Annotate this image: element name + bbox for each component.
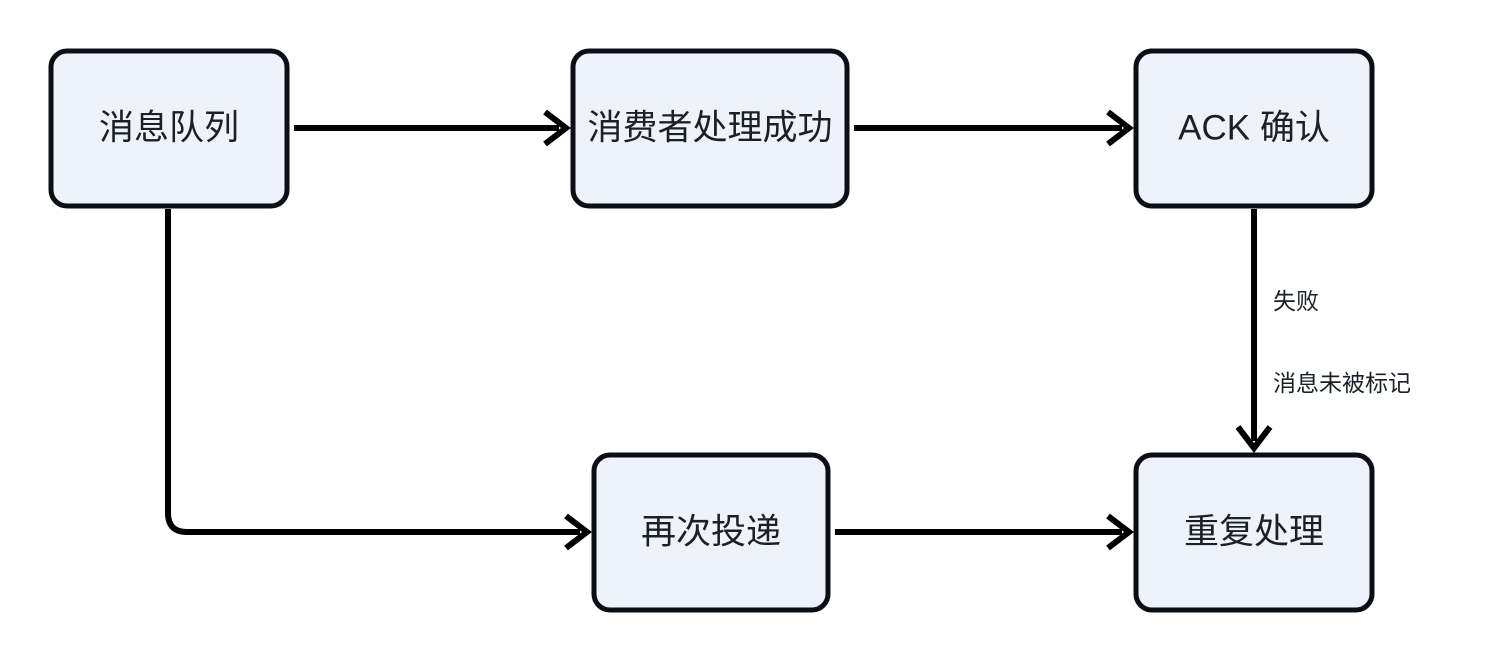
- node-label-duplicate: 重复处理: [1184, 512, 1324, 551]
- arrowhead-icon: [1235, 425, 1273, 453]
- edge-label-unacked: 消息未被标记: [1273, 370, 1411, 396]
- node-label-queue: 消息队列: [99, 108, 239, 147]
- node-shape: [591, 452, 831, 613]
- edge-ack-to-duplicate: 失败 消息未被标记: [1235, 209, 1411, 453]
- node-shape: [1133, 452, 1375, 613]
- node-shape: [1133, 48, 1375, 209]
- node-duplicate[interactable]: 重复处理: [1133, 452, 1375, 613]
- arrowhead-icon: [1106, 109, 1134, 147]
- edge-label-failure: 失败: [1273, 288, 1319, 314]
- arrowhead-icon: [1106, 513, 1134, 551]
- node-ack[interactable]: ACK 确认: [1133, 48, 1375, 209]
- edge-queue-to-consume: [294, 109, 571, 147]
- node-queue[interactable]: 消息队列: [48, 48, 290, 209]
- edge-consume-to-ack: [854, 109, 1134, 147]
- edge-line: [165, 209, 580, 535]
- node-label-redeliver: 再次投递: [641, 512, 781, 551]
- node-shape: [570, 48, 850, 209]
- node-shape: [48, 48, 290, 209]
- edge-queue-to-redeliver: [165, 209, 592, 551]
- node-label-ack: ACK 确认: [1178, 108, 1330, 147]
- edge-redeliver-to-duplicate: [835, 513, 1134, 551]
- node-redeliver[interactable]: 再次投递: [591, 452, 831, 613]
- arrowhead-icon: [564, 513, 592, 551]
- arrowhead-icon: [543, 109, 571, 147]
- node-label-consume: 消费者处理成功: [587, 108, 832, 147]
- node-consume[interactable]: 消费者处理成功: [570, 48, 850, 209]
